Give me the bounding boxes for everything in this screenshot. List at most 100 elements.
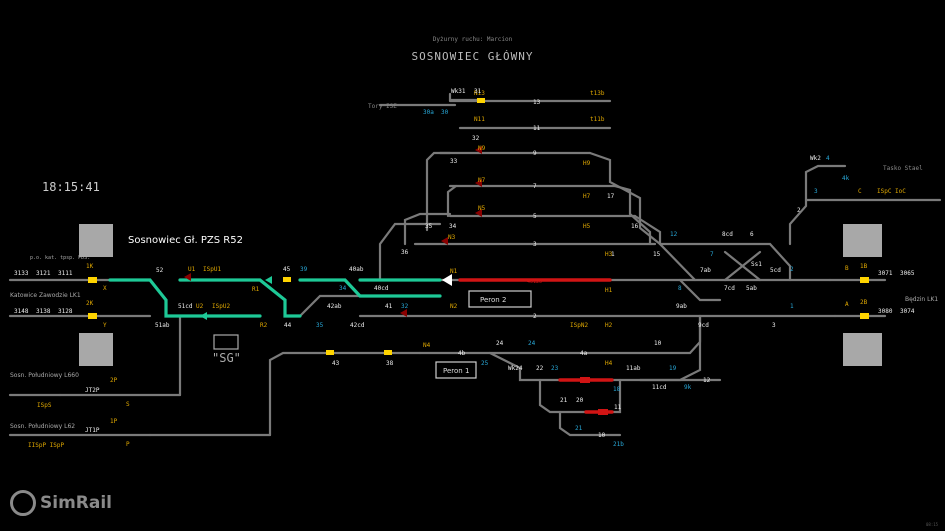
track-label: X [103,285,107,292]
track-label: U2 [196,303,204,310]
track-lines [8,92,942,437]
track-label: 4b [458,350,466,357]
track-label: B [845,265,849,272]
track-label: 9cd [698,322,709,329]
track-label: H4 [605,360,613,367]
track-label: 12 [703,377,711,384]
green-chevrons [200,276,272,320]
labels: Tory ISE Tasko Stael Katowice Zawodzie L… [10,88,939,527]
track-label: 32 [472,135,480,142]
track-label: H7 [583,193,591,200]
track-label: N4 [423,342,431,349]
label-peron1: Peron 1 [443,367,469,375]
track-label: 36 [401,249,409,256]
track-label: 1 [790,303,794,310]
yard-chevrons [184,146,482,317]
track-label: JT2P [85,387,100,394]
track-label: 3080 [878,308,893,315]
track-label: Ss1 [751,261,762,268]
track-label: 21 [560,397,568,404]
track-label: 35 [425,223,433,230]
track-label: 18 [613,386,621,393]
east-box-bottom[interactable] [843,333,882,366]
track-label: N13 [474,90,485,97]
dispatcher-label: Dyżurny ruchu: Marcion [432,36,513,43]
track-label: H2 [605,322,613,329]
track-label: 21 [575,425,583,432]
west-box-bottom[interactable] [79,333,113,366]
track-label: N3 [448,234,456,241]
track-label: 3071 [878,270,893,277]
track-label: 16 [631,223,639,230]
label-wk24: Wk24 [508,365,523,372]
track-label: 7ab [700,267,711,274]
label-wk2: Wk2 [810,155,821,162]
track-label: 9k [684,384,692,391]
track-label: 42cd [350,322,365,329]
track-label: 11ab [626,365,641,372]
track-label: H5 [583,223,591,230]
track-label: 23 [551,365,559,372]
clock: 18:15:41 [42,180,100,194]
track-label: 3128 [58,308,73,315]
track-label: R1 [252,286,260,293]
track-label: S [126,401,130,408]
track-label: 24 [496,340,504,347]
track-label: N2 [450,303,458,310]
track-label: 3138 [36,308,51,315]
track-label: 5 [533,213,537,220]
track-label: 1K [86,263,94,270]
east-box-top[interactable] [843,224,882,257]
track-label: 2 [790,266,794,273]
track-label: 38 [386,360,394,367]
track-label: 11 [614,404,622,411]
track-label: N7 [478,177,486,184]
track-label: 17 [607,193,615,200]
track-label: ISpS [37,402,52,409]
track-label: 9 [533,150,537,157]
track-label: ISpN2 [570,322,588,329]
track-label: N11 [474,116,485,123]
build-label: 08:15 [926,522,939,527]
track-label: A [845,301,849,308]
sg-icon [213,334,239,350]
track-label: 51ab [155,322,170,329]
track-label: C [858,188,862,195]
track-label: 2P [110,377,118,384]
track-label: 11 [533,125,541,132]
label-wk31: Wk31 [451,88,466,95]
track-label: IISpP ISpP [28,442,65,449]
label-l62: Sosn. Południowy L62 [10,423,75,430]
white-chevron [442,274,452,286]
track-label: ISpU1 [203,266,221,273]
track-label: 3065 [900,270,915,277]
track-label: 35 [316,322,324,329]
platform-1 [435,361,477,379]
track-label: JT1P [85,427,100,434]
track-label: 3074 [900,308,915,315]
track-label: 51cd [178,303,193,310]
track-label: 3121 [36,270,51,277]
track-label: 2 [533,313,537,320]
track-label: 3148 [14,308,29,315]
track-label: 41 [385,303,393,310]
red-blocks [580,377,608,415]
track-label: ISpU2 [212,303,230,310]
label-l660: Sosn. Południowy L660 [10,372,79,379]
track-label: R2 [260,322,268,329]
track-label: N1 [450,268,458,275]
track-label: 12 [670,231,678,238]
track-label: 44 [284,322,292,329]
west-box-top[interactable] [79,224,113,257]
track-label: 2 [797,207,801,214]
track-label: 30a [423,109,434,116]
track-label: 25 [481,360,489,367]
label-bedzin: Będzin LK1 [905,296,938,303]
track-label: 3111 [58,270,73,277]
track-label: ISpC IoC [877,188,906,195]
track-label: 40cd [374,285,389,292]
label-tasko: Tasko Stael [883,165,923,172]
track-label: 42ab [327,303,342,310]
track-label: 3 [533,241,537,248]
